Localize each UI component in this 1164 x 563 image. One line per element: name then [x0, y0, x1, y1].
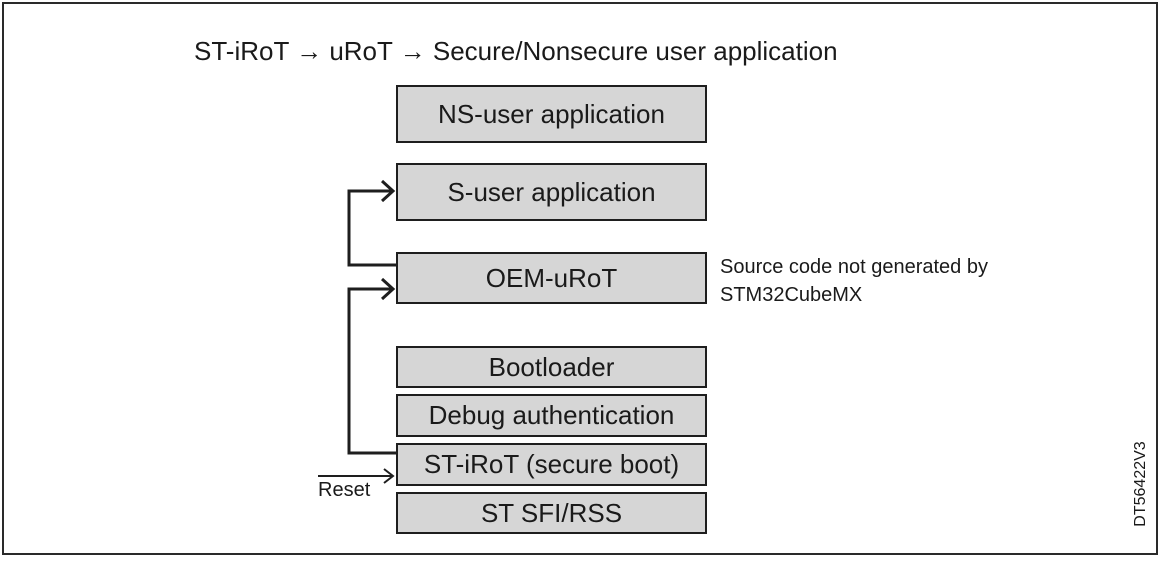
- bootloader-block: Bootloader: [396, 346, 707, 388]
- arrow-urot-to-s-user: [347, 189, 396, 267]
- oem-urot-block: OEM-uRoT: [396, 252, 707, 304]
- arrowhead-irot-to-urot: [380, 277, 396, 301]
- ns-user-application-block: NS-user application: [396, 85, 707, 143]
- note-line-1: Source code not generated by: [720, 256, 988, 278]
- diagram-title: ST-iRoT → uRoT → Secure/Nonsecure user a…: [194, 36, 838, 66]
- source-code-note: Source code not generated by STM32CubeMX: [720, 253, 988, 309]
- s-user-application-block: S-user application: [396, 163, 707, 221]
- note-line-2: STM32CubeMX: [720, 284, 863, 306]
- debug-authentication-block: Debug authentication: [396, 394, 707, 437]
- reset-label: Reset: [318, 479, 371, 501]
- arrowhead-reset: [383, 468, 395, 484]
- st-irot-block: ST-iRoT (secure boot): [396, 443, 707, 486]
- diagram-frame: [2, 2, 1158, 555]
- arrow-irot-to-urot: [347, 287, 396, 455]
- arrowhead-urot-to-s-user: [380, 179, 396, 203]
- st-sfi-rss-block: ST SFI/RSS: [396, 492, 707, 534]
